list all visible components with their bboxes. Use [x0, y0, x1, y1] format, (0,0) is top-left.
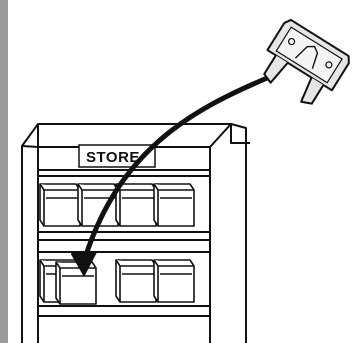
store-label-text: STORE	[86, 149, 140, 166]
bin	[116, 260, 156, 302]
bin	[56, 262, 96, 304]
lower-bin-row	[40, 260, 194, 304]
bin	[116, 184, 156, 226]
bin	[40, 184, 80, 226]
bin	[154, 260, 194, 302]
blade-fuse-icon	[254, 18, 352, 113]
left-border-strip	[0, 0, 8, 343]
bin	[154, 184, 194, 226]
